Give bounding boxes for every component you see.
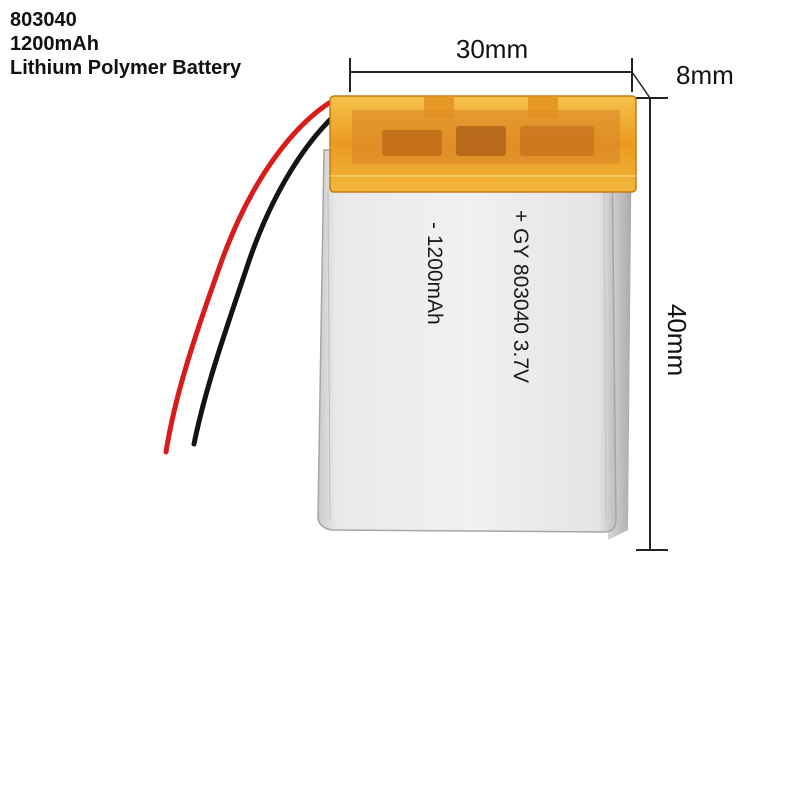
cell-body [317,149,617,533]
model-number: 803040 [10,9,77,31]
cell-print-capacity: - 1200mAh [423,222,446,325]
positive-wire [163,97,337,455]
product-header: 803040 1200mAh Lithium Polymer Battery [10,8,241,80]
thickness-dimension: 8mm [631,60,734,99]
cell-print-main: + GY 803040 3.7V [509,210,532,383]
lead-wires [163,97,339,455]
battery-type-label: Lithium Polymer Battery [10,57,242,79]
negative-wire [191,111,339,447]
thickness-label: 8mm [676,60,734,90]
width-dimension: 30mm [349,34,633,92]
protection-board [329,95,637,193]
height-label: 40mm [662,304,692,376]
capacity-label: 1200mAh [10,33,99,55]
battery-cell: + GY 803040 3.7V - 1200mAh [317,110,632,540]
height-dimension: 40mm [636,97,692,551]
width-label: 30mm [456,34,528,64]
